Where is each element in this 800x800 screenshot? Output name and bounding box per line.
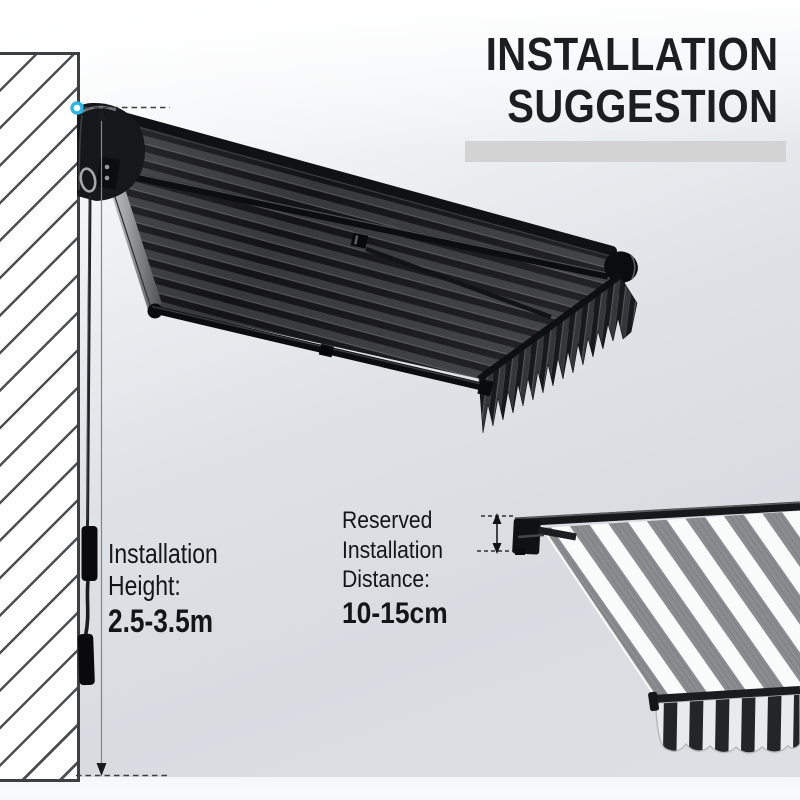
height-label-line-2: Height:: [108, 570, 181, 601]
awning-roller-housing: [77, 102, 145, 201]
distance-label-line-1: Reserved: [342, 507, 433, 534]
mount-point-marker-icon: [70, 101, 84, 115]
height-measurement: [70, 101, 170, 777]
arrow-up-icon: [96, 108, 107, 121]
awning-front-bar: [477, 272, 623, 382]
reserved-distance-label: Reserved Installation Distance: 10-15cm: [342, 506, 448, 631]
height-label-line-1: Installation: [108, 538, 218, 569]
crank-handle: [77, 195, 98, 686]
height-value: 2.5-3.5m: [108, 603, 214, 639]
distance-label-line-2: Installation: [342, 536, 443, 564]
distance-value: 10-15cm: [342, 596, 448, 630]
distance-label-line-3: Distance:: [342, 566, 431, 593]
title-line-1: INSTALLATION: [485, 28, 778, 80]
main-awning-illustration: [77, 102, 638, 686]
awning-top-profile: [89, 104, 617, 257]
closeup-wall-bracket: [512, 518, 577, 555]
distance-measurement: [477, 513, 513, 554]
arrow-down-icon: [96, 763, 107, 776]
arrow-up-small-icon: [492, 513, 502, 524]
closeup-fabric-edge: [542, 528, 658, 700]
ground-band: [0, 777, 800, 800]
closeup-awning-illustration: [512, 501, 800, 754]
closeup-valance: [648, 686, 800, 754]
awning-right-arm: [365, 246, 552, 320]
arrow-down-small-icon: [492, 543, 502, 554]
title-underline-bar: [465, 141, 786, 162]
closeup-fabric: [542, 511, 800, 700]
wall-cross-section-hatch: [0, 52, 80, 782]
installation-height-label: Installation Height: 2.5-3.5m: [108, 538, 218, 639]
awning-valance: [477, 272, 638, 434]
crank-hook-loop: [79, 167, 97, 193]
closeup-top-bar: [514, 501, 800, 527]
awning-torque-bar: [111, 168, 609, 280]
title-line-2: SUGGESTION: [506, 80, 778, 132]
page-title: INSTALLATION SUGGESTION: [485, 28, 778, 132]
